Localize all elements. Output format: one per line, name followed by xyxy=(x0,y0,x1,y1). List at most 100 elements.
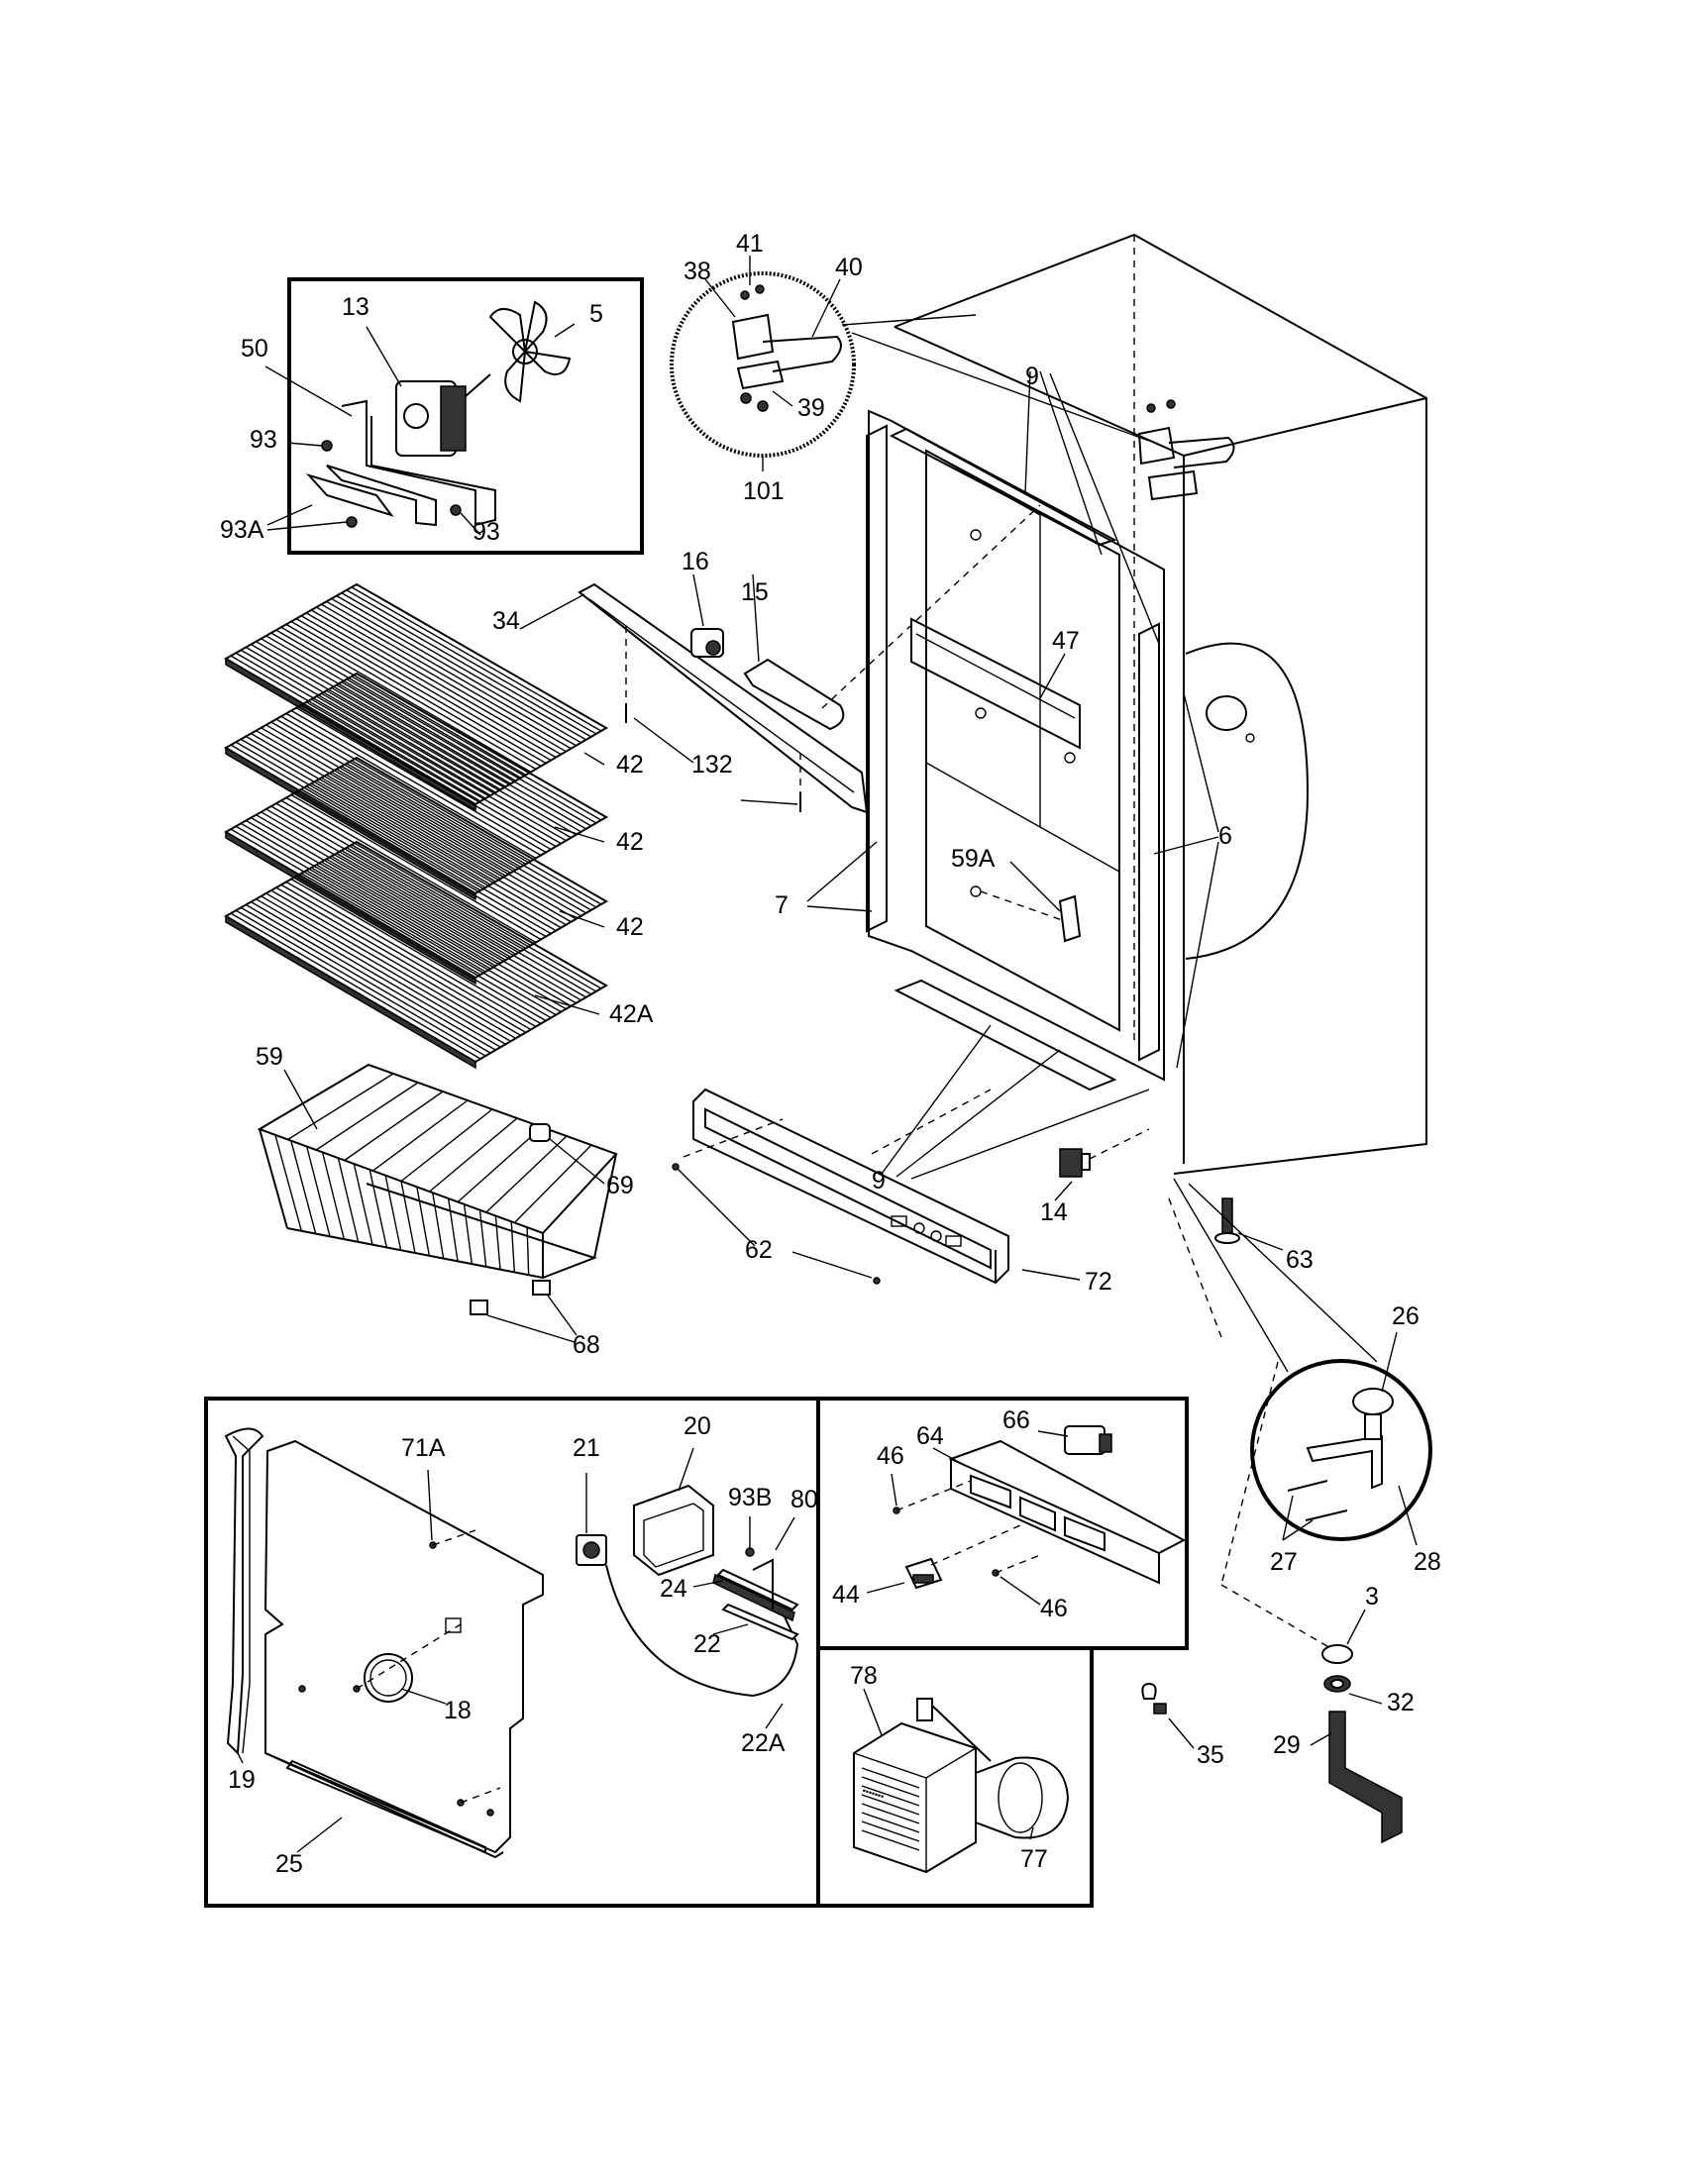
basket-bar xyxy=(478,1209,487,1267)
callout-50: 50 xyxy=(241,335,268,363)
callout-28: 28 xyxy=(1414,1548,1441,1576)
callout-46: 46 xyxy=(877,1442,904,1470)
callout-25: 25 xyxy=(275,1850,303,1878)
vent-slot xyxy=(861,1803,920,1824)
callout-3: 3 xyxy=(1365,1583,1379,1611)
basket-floor-bar xyxy=(287,1073,394,1141)
basket-bar xyxy=(494,1215,501,1270)
callout-22A: 22A xyxy=(741,1729,786,1757)
basket-floor-bar xyxy=(513,1144,592,1223)
callout-78: 78 xyxy=(850,1662,878,1690)
basket-bar xyxy=(526,1227,530,1276)
callout-46: 46 xyxy=(1040,1595,1068,1622)
shelf-leader-line xyxy=(534,994,600,1015)
callout-16: 16 xyxy=(682,548,709,575)
callout-63: 63 xyxy=(1286,1246,1314,1274)
callout-38: 38 xyxy=(684,258,711,285)
callout-42A: 42A xyxy=(609,1000,654,1028)
callout-93B: 93B xyxy=(728,1484,772,1511)
callout-80: 80 xyxy=(790,1486,818,1513)
callout-62: 62 xyxy=(745,1236,773,1264)
callout-22: 22 xyxy=(693,1630,721,1658)
callout-39: 39 xyxy=(797,394,825,422)
fan-blade xyxy=(488,300,572,403)
vent-slot xyxy=(861,1785,920,1807)
callout-42: 42 xyxy=(616,751,644,779)
basket-floor-bar xyxy=(485,1135,568,1213)
callout-47: 47 xyxy=(1052,627,1080,655)
basket-floor-bar xyxy=(429,1117,518,1193)
basket-bar xyxy=(368,1169,388,1248)
callout-59A: 59A xyxy=(951,845,996,873)
callout-13: 13 xyxy=(342,293,369,321)
fan-motor-inset xyxy=(264,277,644,555)
callout-132: 132 xyxy=(691,751,733,779)
lower-panel-inset xyxy=(204,1397,820,1908)
basket-floor-bar xyxy=(457,1126,543,1203)
vent-slot xyxy=(861,1812,920,1833)
wire-basket-59 xyxy=(257,1063,618,1343)
callout-34: 34 xyxy=(492,607,520,635)
shelf-leader-line xyxy=(559,910,605,928)
top-hinge-inset xyxy=(670,256,1150,471)
callout-72: 72 xyxy=(1085,1268,1112,1296)
callout-32: 32 xyxy=(1387,1689,1415,1716)
callout-77: 77 xyxy=(1020,1845,1048,1873)
basket-bar xyxy=(463,1203,474,1265)
callout-68: 68 xyxy=(573,1331,600,1359)
callout-93: 93 xyxy=(473,518,500,546)
basket-bar xyxy=(447,1197,459,1262)
callout-15: 15 xyxy=(741,578,769,606)
callout-44: 44 xyxy=(832,1581,860,1609)
callout-64: 64 xyxy=(916,1422,944,1450)
vent-slot xyxy=(861,1776,920,1798)
vent-slot xyxy=(861,1820,920,1842)
basket-bar xyxy=(400,1181,416,1254)
basket-floor-bar xyxy=(400,1108,493,1183)
callout-19: 19 xyxy=(228,1766,256,1794)
wire-shelf xyxy=(223,582,608,812)
freezer-cabinet xyxy=(894,233,1427,1175)
wire-shelves xyxy=(223,582,608,1070)
callout-101: 101 xyxy=(743,477,785,505)
basket-floor-bar xyxy=(371,1099,469,1172)
shelf-leader-line xyxy=(554,826,605,843)
shelf-leader-line xyxy=(583,752,605,766)
basket-bar xyxy=(432,1193,445,1259)
callout-41: 41 xyxy=(736,230,764,258)
callout-26: 26 xyxy=(1392,1302,1420,1330)
liner xyxy=(806,370,1219,1180)
callout-40: 40 xyxy=(835,254,863,281)
vent-slot xyxy=(861,1794,920,1816)
switch-housing-inset xyxy=(816,1397,1189,1650)
callout-35: 35 xyxy=(1197,1741,1224,1769)
evap-cover-34 xyxy=(519,504,1041,814)
callout-42: 42 xyxy=(616,913,644,941)
control-housing-72 xyxy=(672,1088,1284,1285)
callout-9: 9 xyxy=(1025,363,1039,390)
basket-bar xyxy=(321,1152,346,1240)
power-module-inset: ▪▪▪▪▪▪▪ xyxy=(816,1646,1094,1908)
basket-bar xyxy=(290,1140,317,1234)
callout-93A: 93A xyxy=(220,516,264,544)
basket-bar xyxy=(274,1134,303,1231)
basket-floor-bar xyxy=(315,1082,419,1151)
callout-27: 27 xyxy=(1270,1548,1298,1576)
vent-slot xyxy=(861,1767,920,1789)
callout-18: 18 xyxy=(444,1697,472,1724)
wire-shelf xyxy=(223,840,608,1070)
callout-21: 21 xyxy=(573,1434,600,1462)
callout-labels: 5 13 50 93 93 93A 41 38 40 39 101 9 16 1… xyxy=(220,230,1441,1878)
callout-93: 93 xyxy=(250,426,277,454)
basket-bar xyxy=(305,1146,331,1237)
vent-slot xyxy=(861,1829,920,1851)
basket-bar xyxy=(510,1221,516,1273)
callout-6: 6 xyxy=(1218,822,1232,850)
callout-42: 42 xyxy=(616,828,644,856)
callout-5: 5 xyxy=(589,300,603,328)
callout-59: 59 xyxy=(256,1043,283,1071)
callout-20: 20 xyxy=(684,1412,711,1440)
basket-bar xyxy=(353,1163,373,1245)
